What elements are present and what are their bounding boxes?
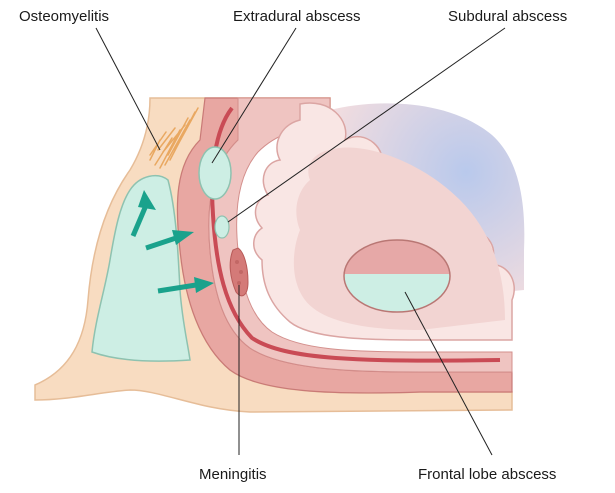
- label-meningitis: Meningitis: [199, 466, 267, 484]
- label-osteomyelitis: Osteomyelitis: [19, 8, 109, 26]
- extradural-abscess: [199, 147, 231, 199]
- label-subdural-abscess: Subdural abscess: [448, 8, 567, 26]
- subdural-abscess: [215, 216, 229, 238]
- label-frontal-lobe-abscess: Frontal lobe abscess: [418, 466, 556, 484]
- label-extradural-abscess: Extradural abscess: [233, 8, 361, 26]
